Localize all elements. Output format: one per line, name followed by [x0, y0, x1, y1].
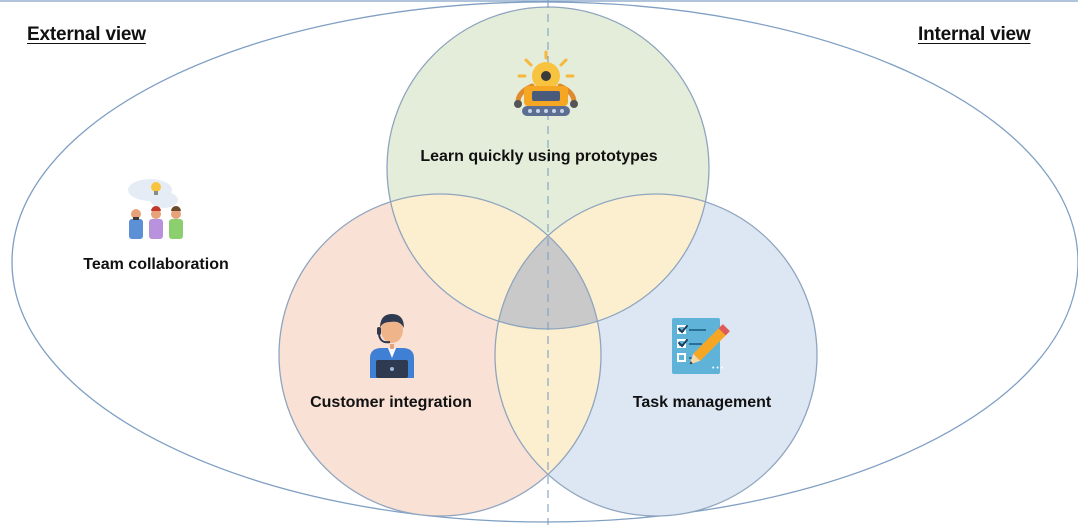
- overlap-center: [495, 194, 601, 329]
- internal-view-label: Internal view: [918, 24, 1031, 45]
- svg-text:• • •: • • •: [712, 365, 724, 372]
- team-collaboration-label: Team collaboration: [83, 256, 229, 273]
- customer-support-agent-icon: [370, 314, 414, 378]
- outline-customer: [278, 193, 602, 517]
- checklist-pencil-icon: • • •: [672, 318, 730, 374]
- learn-label: Learn quickly using prototypes: [420, 148, 658, 165]
- external-view-label: External view: [27, 24, 146, 45]
- team-idea-icon: [128, 179, 183, 239]
- customer-integration-label: Customer integration: [310, 394, 472, 411]
- outline-task: [494, 193, 818, 517]
- task-management-label: Task management: [632, 394, 772, 411]
- robot-prototype-icon: [514, 50, 578, 116]
